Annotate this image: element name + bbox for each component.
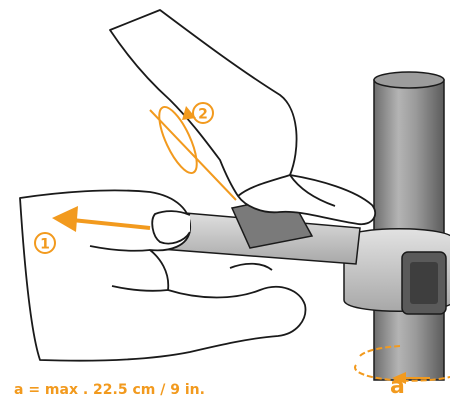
twist-arrow-icon — [149, 105, 237, 201]
strap-loop — [343, 228, 450, 315]
step-1-number: 1 — [40, 237, 50, 253]
pole — [373, 71, 445, 381]
upper-hand — [109, 9, 377, 226]
lower-hand — [19, 189, 307, 362]
max-diameter-caption: a = max . 22.5 cm / 9 in. — [14, 382, 205, 398]
step-2-number: 2 — [198, 107, 208, 123]
step-1-badge: 1 — [34, 232, 56, 254]
pull-arrow-icon — [52, 206, 151, 232]
step-2-badge: 2 — [192, 102, 214, 124]
pole-diameter-label: a — [390, 374, 405, 399]
pole-rotation-arrow-icon — [354, 345, 450, 384]
